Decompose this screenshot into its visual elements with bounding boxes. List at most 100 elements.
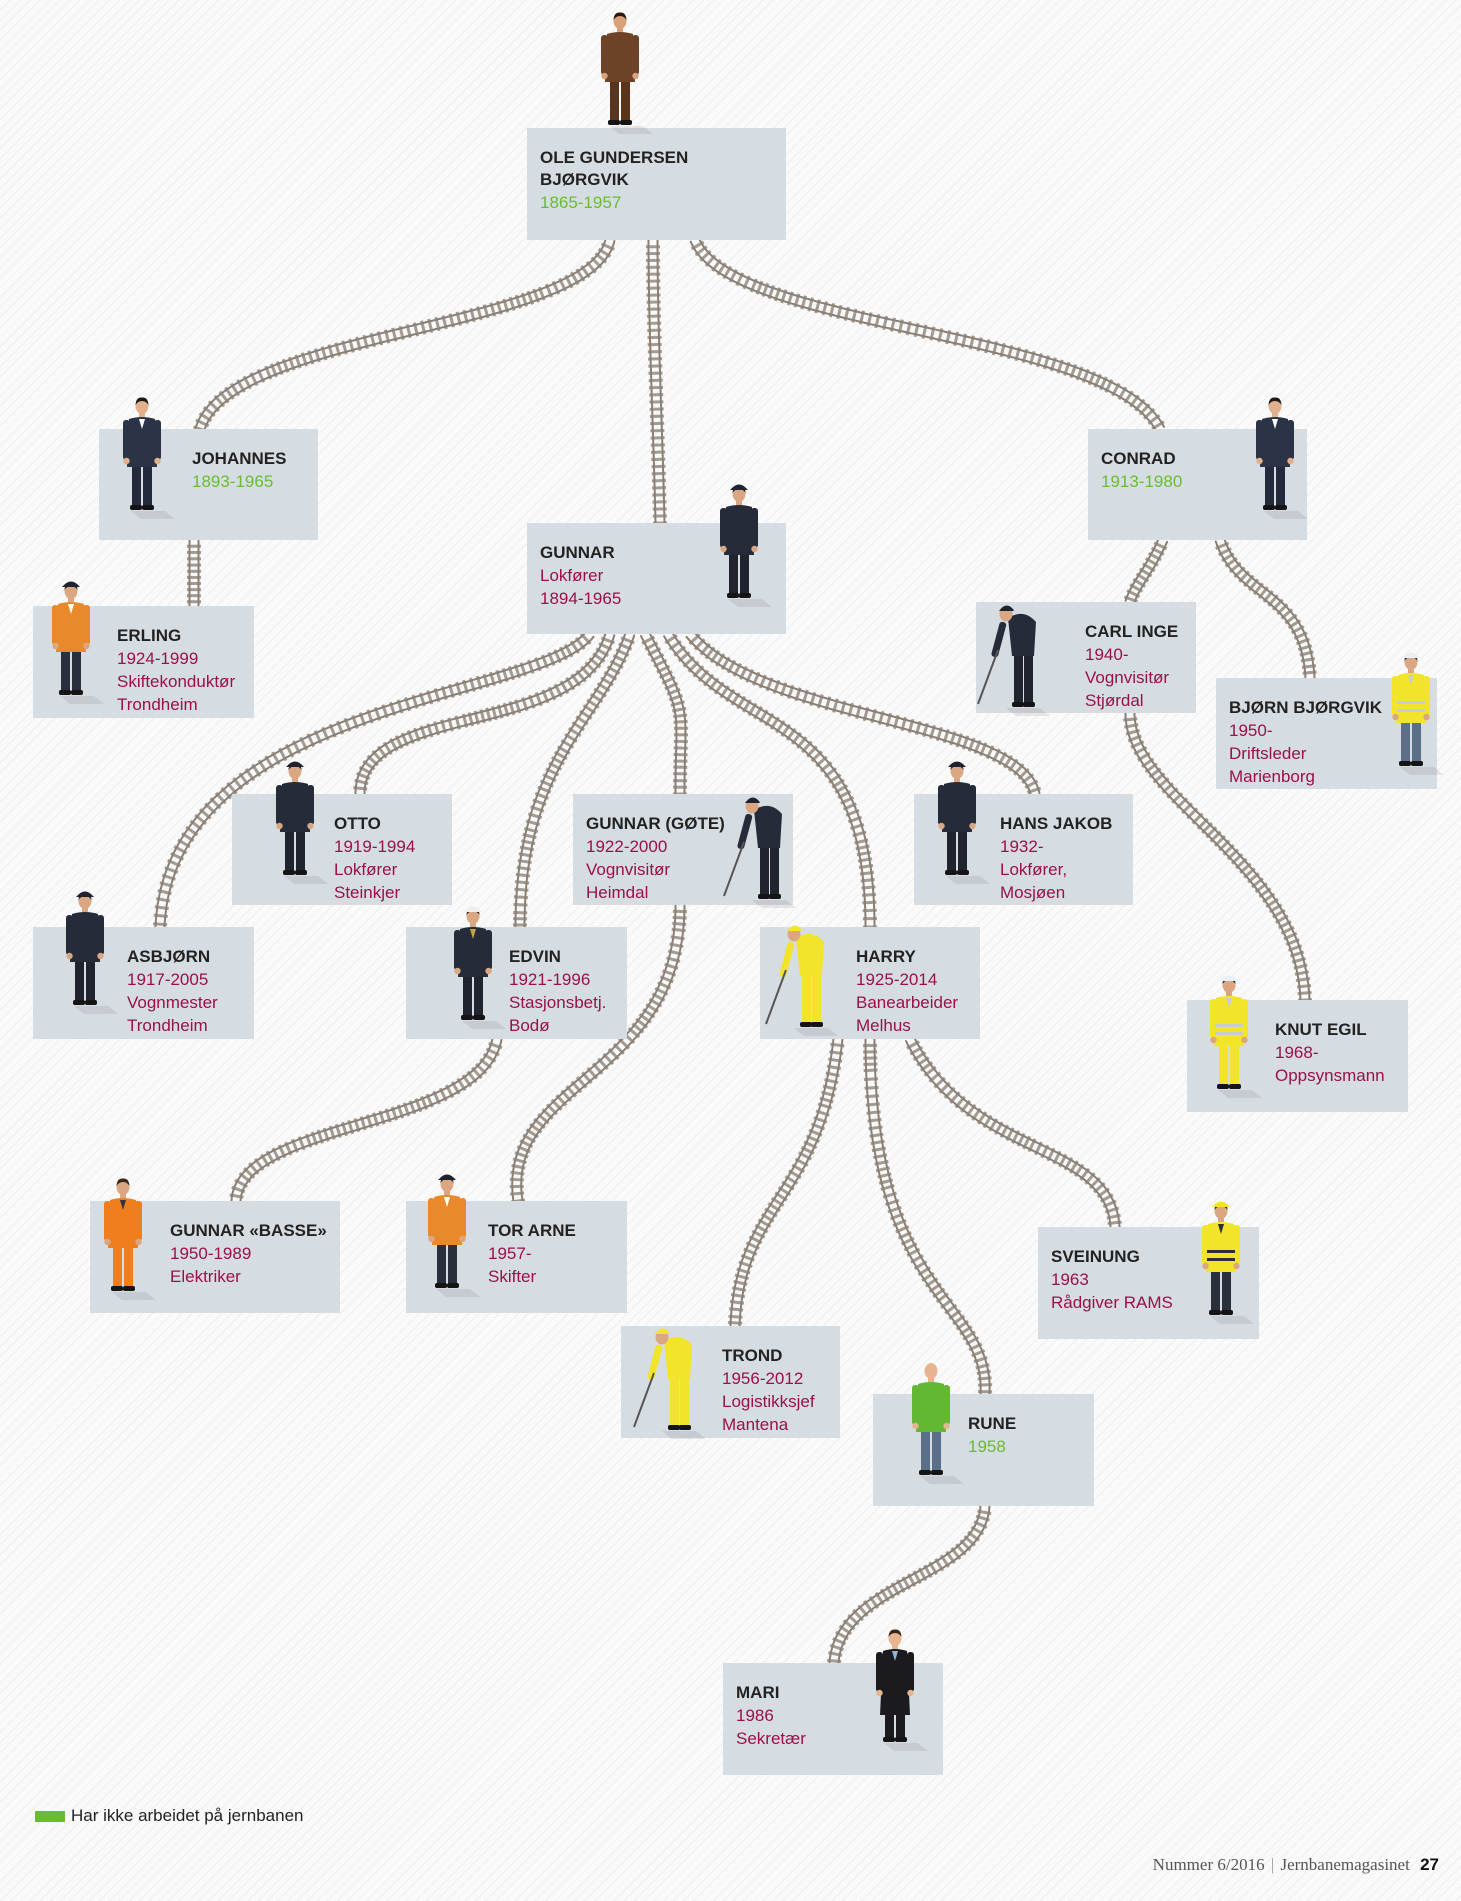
person-detail-line: Driftsleder	[1229, 744, 1307, 763]
person-name: ERLING	[117, 626, 182, 645]
track-segment	[512, 631, 636, 928]
person-detail-line: Rådgiver RAMS	[1051, 1293, 1173, 1312]
person-detail-line: Melhus	[856, 1016, 911, 1035]
person-detail-line: Marienborg	[1229, 767, 1315, 786]
person-detail-line: Sekretær	[736, 1729, 806, 1748]
person-details: 1968-Oppsynsmann	[1275, 1041, 1385, 1087]
track-segment	[353, 631, 616, 795]
person-detail-line: Elektriker	[170, 1267, 241, 1286]
person-detail-line: Lokfører	[334, 860, 398, 879]
person-detail-line: 1950-1989	[170, 1244, 252, 1263]
person-name: ASBJØRN	[127, 947, 211, 966]
person-detail-line: 1986	[736, 1706, 774, 1725]
person-figure-knut-egil	[1202, 974, 1262, 1098]
person-detail-line: 1956-2012	[722, 1369, 804, 1388]
track-segment	[153, 630, 595, 929]
person-detail-line: 1925-2014	[856, 970, 938, 989]
track-segment	[863, 1038, 993, 1396]
person-name: OTTO	[334, 814, 381, 833]
track-segment	[685, 630, 1042, 796]
person-detail-line: Banearbeider	[856, 993, 959, 1012]
person-detail-line: Bodø	[509, 1016, 550, 1035]
person-figure-gunnar-basse	[96, 1176, 156, 1300]
track-segment	[827, 1504, 992, 1665]
magazine-name: Jernbanemagasinet	[1280, 1855, 1410, 1874]
person-illustration	[1392, 652, 1444, 775]
person-illustration	[938, 761, 990, 884]
person-name: CONRAD	[1101, 449, 1176, 468]
legend-swatch-green	[35, 1810, 65, 1822]
person-detail-line: 1894-1965	[540, 589, 622, 608]
person-figure-gunnar	[712, 483, 772, 607]
person-illustration	[720, 484, 772, 607]
track-segment	[663, 630, 878, 929]
person-details: 1932-Lokfører,Mosjøen	[1000, 835, 1112, 904]
person-detail-line: Trondheim	[117, 695, 198, 714]
track-segment	[1123, 537, 1169, 605]
person-figure-conrad	[1248, 395, 1308, 519]
track-segment	[192, 238, 616, 433]
person-detail-line: 1893-1965	[192, 472, 274, 491]
person-illustration	[977, 605, 1050, 716]
person-detail-line: 1957-	[488, 1244, 532, 1263]
person-details: Lokfører 1894-1965	[540, 564, 621, 610]
person-detail-line: Vognvisitør	[1085, 668, 1170, 687]
person-illustration	[765, 925, 838, 1036]
person-name: BJØRN BJØRGVIK	[1229, 698, 1383, 717]
person-name: SVEINUNG	[1051, 1247, 1140, 1266]
person-name: GUNNAR «BASSE»	[170, 1221, 327, 1240]
person-illustration	[123, 397, 175, 519]
person-detail-line: Vognmester	[127, 993, 218, 1012]
person-figure-edvin	[446, 905, 506, 1029]
person-detail-line: Mantena	[722, 1415, 789, 1434]
page-number: 27	[1420, 1855, 1439, 1874]
person-figure-hans-jakob	[930, 760, 990, 884]
person-name: JOHANNES	[192, 449, 287, 468]
person-illustration	[66, 891, 118, 1014]
issue-number: Nummer 6/2016	[1152, 1855, 1265, 1874]
person-detail-line: Skiftekonduktør	[117, 672, 236, 691]
person-figure-otto	[268, 760, 328, 884]
person-name: KNUT EGIL	[1275, 1020, 1367, 1039]
person-figure-rune	[904, 1360, 964, 1484]
person-figure-asbjorn	[58, 890, 118, 1014]
person-illustration	[428, 1174, 480, 1297]
person-figure-carl-inge	[977, 592, 1050, 716]
person-name: RUNE	[968, 1414, 1017, 1433]
person-illustration	[1202, 1201, 1254, 1324]
footer-separator: |	[1270, 1855, 1275, 1874]
person-figure-harry	[765, 912, 838, 1036]
legend-label: Har ikke arbeidet på jernbanen	[71, 1806, 304, 1825]
person-name: MARI	[736, 1683, 780, 1702]
person-illustration	[633, 1328, 706, 1439]
person-details: 1913-1980	[1101, 470, 1182, 493]
person-detail-line: 1922-2000	[586, 837, 668, 856]
person-detail-line: Logistikksjef	[722, 1392, 815, 1411]
person-details: 1893-1965	[192, 470, 286, 493]
person-figure-mari	[868, 1627, 928, 1751]
person-illustration	[104, 1178, 156, 1300]
person-illustration	[1210, 975, 1262, 1098]
person-name: TROND	[722, 1346, 783, 1365]
person-details: 1865-1957	[540, 191, 688, 214]
person-detail-line: Lokfører	[540, 566, 604, 585]
person-illustration	[52, 581, 104, 704]
person-name: EDVIN	[509, 947, 561, 966]
person-details: 1957-Skifter	[488, 1242, 576, 1288]
person-detail-line: Mosjøen	[1000, 883, 1066, 902]
person-detail-line: 1963	[1051, 1270, 1089, 1289]
person-detail-line: 1968-	[1275, 1043, 1319, 1062]
person-detail-line: Steinkjer	[334, 883, 401, 902]
